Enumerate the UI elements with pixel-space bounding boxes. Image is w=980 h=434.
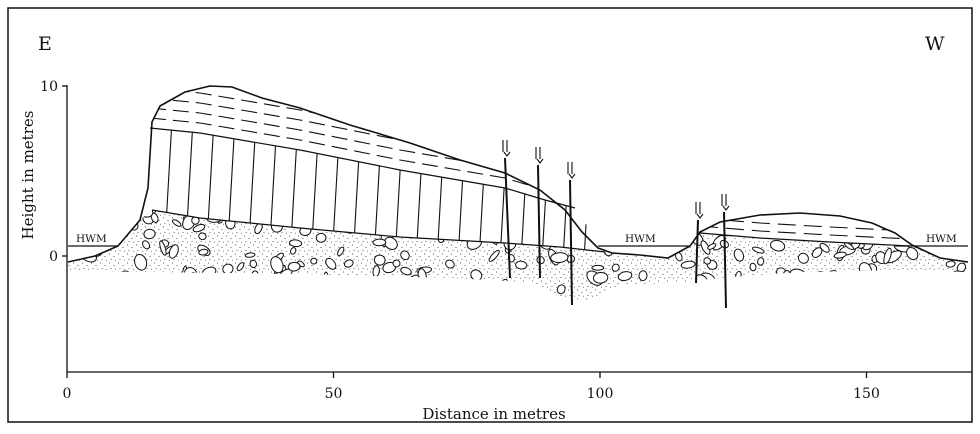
fault-line bbox=[504, 157, 511, 279]
fault-line bbox=[723, 211, 727, 309]
hwm-label-left: HWM bbox=[76, 233, 107, 245]
y-axis-label: Height in metres bbox=[19, 111, 37, 240]
faults bbox=[502, 140, 730, 309]
gravel-layer bbox=[68, 210, 968, 300]
x-tick-label: 150 bbox=[853, 386, 880, 402]
west-label: W bbox=[925, 33, 945, 55]
y-tick-label: 10 bbox=[40, 79, 58, 95]
hwm-label-mid: HWM bbox=[625, 233, 656, 245]
hwm-label-right: HWM bbox=[926, 233, 957, 245]
cliff-upper-contact-line bbox=[149, 127, 576, 209]
east-label: E bbox=[38, 33, 52, 55]
fault-arrow-icon bbox=[502, 140, 511, 157]
bedded-upper-unit bbox=[150, 87, 576, 199]
profile-outlines bbox=[67, 85, 969, 263]
x-tick-label: 50 bbox=[325, 386, 343, 402]
fault-arrow-icon bbox=[695, 202, 704, 219]
fault-arrow-icon bbox=[535, 147, 544, 164]
fault-arrow-icon bbox=[721, 194, 730, 211]
fault-line bbox=[569, 179, 573, 306]
cliff-base-line bbox=[151, 209, 606, 253]
x-axis-label: Distance in metres bbox=[422, 405, 565, 423]
x-tick-label: 100 bbox=[587, 386, 614, 402]
mound-base-line bbox=[699, 232, 911, 247]
y-tick-label: 0 bbox=[49, 249, 58, 265]
x-axis-ticks: 0 50 100 150 bbox=[63, 372, 880, 402]
fault-arrow-icon bbox=[567, 162, 576, 179]
x-tick-label: 0 bbox=[63, 386, 72, 402]
figure-border bbox=[7, 7, 973, 423]
y-axis-ticks: 0 10 bbox=[40, 79, 67, 265]
fault-line bbox=[537, 164, 541, 279]
ground-surface-line bbox=[67, 85, 969, 263]
fault-line bbox=[695, 219, 699, 284]
axes bbox=[66, 85, 972, 373]
